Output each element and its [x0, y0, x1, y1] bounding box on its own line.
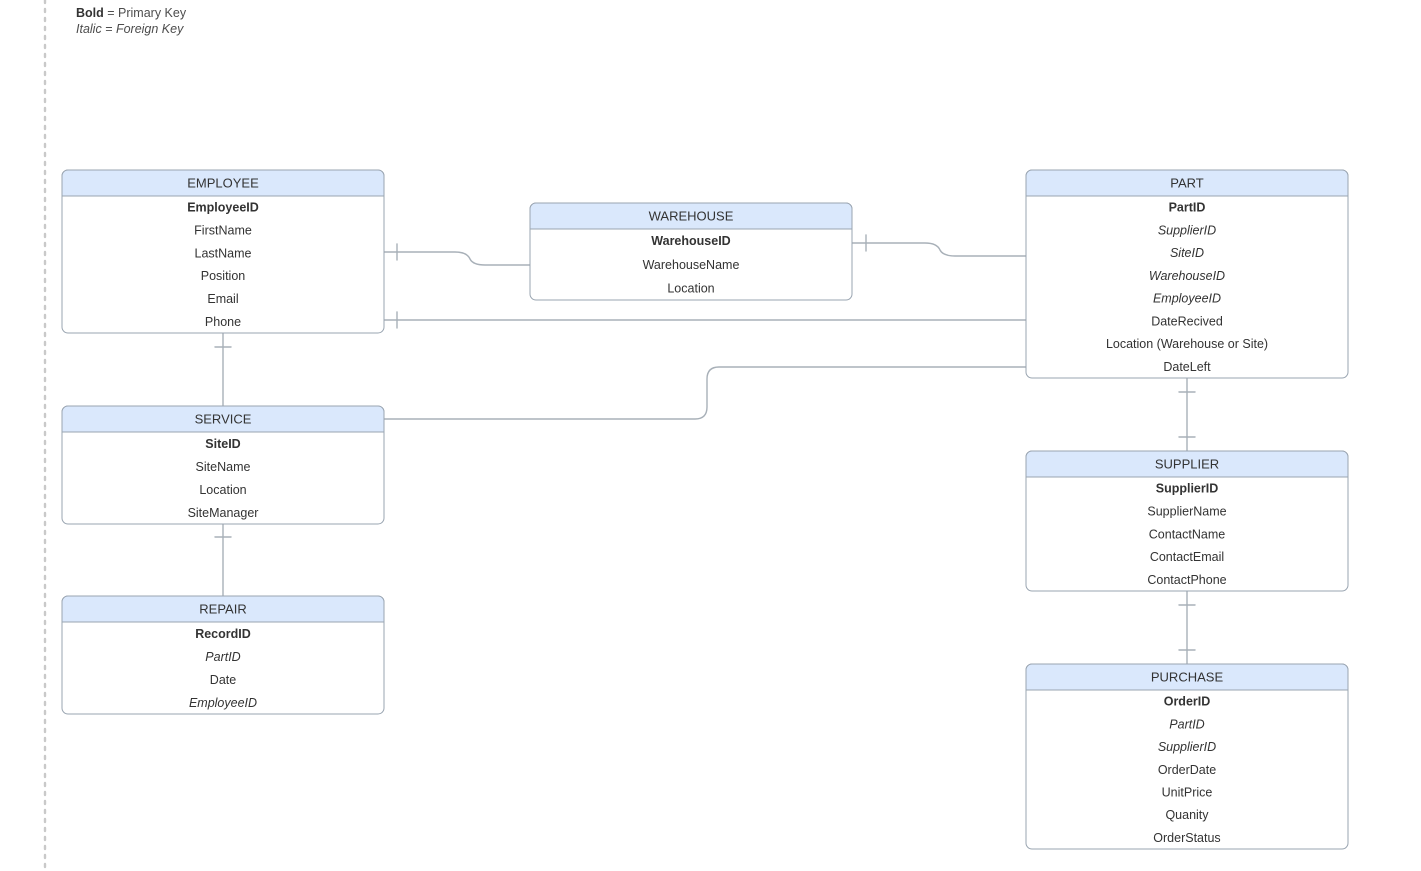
attribute-warehouse-1: WarehouseName: [643, 258, 740, 272]
attribute-repair-3: EmployeeID: [189, 696, 257, 710]
connector-layer: [213, 234, 1197, 665]
attribute-part-1: SupplierID: [1158, 223, 1216, 237]
legend-bold-text: = Primary Key: [103, 6, 187, 20]
attribute-service-1: SiteName: [196, 460, 251, 474]
connector-warehouse-part: [851, 242, 1027, 257]
attribute-employee-0: EmployeeID: [187, 201, 259, 215]
attribute-employee-4: Email: [207, 292, 238, 306]
attribute-purchase-6: OrderStatus: [1153, 831, 1220, 845]
entity-purchase[interactable]: PURCHASE OrderID PartID SupplierID OrderDate…: [1025, 663, 1349, 850]
attribute-service-0: SiteID: [205, 437, 240, 451]
attribute-repair-0: RecordID: [195, 627, 251, 641]
attribute-supplier-0: SupplierID: [1156, 482, 1219, 496]
entity-header: [61, 595, 385, 623]
attribute-warehouse-0: WarehouseID: [651, 234, 730, 248]
attribute-supplier-2: ContactName: [1149, 527, 1225, 541]
attribute-purchase-0: OrderID: [1164, 695, 1211, 709]
attribute-purchase-2: SupplierID: [1158, 740, 1216, 754]
entity-header: [1025, 450, 1349, 478]
entity-title-repair: REPAIR: [199, 601, 246, 616]
entity-header: [1025, 663, 1349, 691]
connector-service-part: [383, 366, 1027, 420]
attribute-part-3: WarehouseID: [1149, 269, 1225, 283]
attribute-purchase-1: PartID: [1169, 717, 1204, 731]
attribute-supplier-1: SupplierName: [1147, 504, 1226, 518]
entity-warehouse[interactable]: WAREHOUSE WarehouseID WarehouseNameLocatio…: [529, 202, 853, 301]
entity-title-part: PART: [1170, 175, 1204, 190]
attribute-part-0: PartID: [1169, 201, 1206, 215]
attribute-service-3: SiteManager: [188, 506, 259, 520]
attribute-employee-2: LastName: [195, 246, 252, 260]
attribute-part-6: Location (Warehouse or Site): [1106, 337, 1268, 351]
entity-employee[interactable]: EMPLOYEE EmployeeID FirstNameLastNamePosit…: [61, 169, 385, 334]
attribute-employee-1: FirstName: [194, 224, 252, 238]
entity-header: [1025, 169, 1349, 197]
entity-header: [61, 405, 385, 433]
attribute-service-2: Location: [199, 483, 246, 497]
attribute-purchase-4: UnitPrice: [1162, 786, 1213, 800]
entity-part[interactable]: PART PartID SupplierID SiteID WarehouseID Emp…: [1025, 169, 1349, 379]
attribute-employee-5: Phone: [205, 315, 241, 329]
attribute-part-4: EmployeeID: [1153, 292, 1221, 306]
connector-employee-warehouse: [383, 251, 531, 266]
entity-title-warehouse: WAREHOUSE: [649, 208, 734, 223]
legend-foreign-key-row: Italic = Foreign Key: [76, 21, 186, 37]
legend-italic-term: Italic: [76, 22, 102, 36]
entity-header: [529, 202, 853, 230]
attribute-repair-1: PartID: [205, 650, 240, 664]
entity-layer: EMPLOYEE EmployeeID FirstNameLastNamePosit…: [61, 169, 1349, 850]
legend-primary-key-row: Bold = Primary Key: [76, 5, 186, 21]
attribute-part-2: SiteID: [1170, 246, 1204, 260]
attribute-part-5: DateRecived: [1151, 314, 1223, 328]
attribute-repair-2: Date: [210, 673, 236, 687]
legend-italic-text: = Foreign Key: [101, 22, 184, 36]
entity-title-purchase: PURCHASE: [1151, 669, 1224, 684]
entity-title-service: SERVICE: [195, 411, 252, 426]
entity-supplier[interactable]: SUPPLIER SupplierID SupplierNameContactNam…: [1025, 450, 1349, 592]
attribute-part-7: DateLeft: [1163, 360, 1211, 374]
attribute-supplier-3: ContactEmail: [1150, 550, 1224, 564]
entity-header: [61, 169, 385, 197]
entity-title-supplier: SUPPLIER: [1155, 456, 1219, 471]
attribute-purchase-3: OrderDate: [1158, 763, 1216, 777]
entity-title-employee: EMPLOYEE: [187, 175, 259, 190]
attribute-employee-3: Position: [201, 269, 246, 283]
attribute-purchase-5: Quanity: [1165, 808, 1209, 822]
attribute-warehouse-2: Location: [667, 281, 714, 295]
legend-bold-term: Bold: [76, 6, 104, 20]
legend: Bold = Primary Key Italic = Foreign Key: [76, 5, 186, 37]
attribute-supplier-4: ContactPhone: [1147, 573, 1226, 587]
